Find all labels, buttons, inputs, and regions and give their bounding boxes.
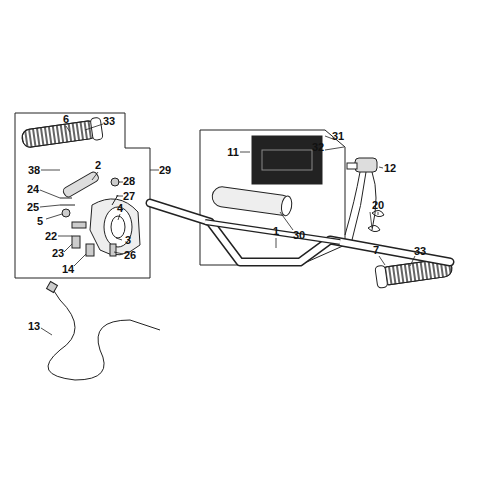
callout-number: 33 (103, 116, 115, 127)
leader-lines (40, 124, 415, 335)
callout-number: 30 (293, 230, 305, 241)
callout-number: 28 (123, 176, 135, 187)
callout-number: 5 (37, 216, 43, 227)
group-outline (15, 113, 150, 278)
throttle-cable (48, 288, 160, 380)
callout-number: 20 (372, 200, 384, 211)
callout-number: 2 (95, 160, 101, 171)
clip (368, 210, 384, 231)
callout-number: 13 (28, 321, 40, 332)
callout-number: 32 (312, 142, 324, 153)
callout-number: 22 (45, 231, 57, 242)
callout-number: 4 (117, 203, 123, 214)
callout-number: 24 (27, 184, 39, 195)
callout-number: 12 (384, 163, 396, 174)
callout-number: 38 (28, 165, 40, 176)
callout-number: 6 (63, 114, 69, 125)
callout-number: 27 (123, 191, 135, 202)
callout-number: 29 (159, 165, 171, 176)
crossbar-pad (211, 186, 293, 217)
callout-number: 26 (124, 250, 136, 261)
callout-number: 25 (27, 202, 39, 213)
callout-number: 7 (373, 245, 379, 256)
sticker (252, 136, 322, 184)
throttle-housing (60, 171, 140, 256)
grip (21, 117, 103, 150)
callout-number: 33 (414, 246, 426, 257)
callout-number: 3 (125, 235, 131, 246)
callout-number: 11 (227, 147, 239, 158)
callout-number: 23 (52, 248, 64, 259)
handlebar (150, 203, 450, 262)
callout-number: 1 (273, 226, 279, 237)
callout-number: 14 (62, 264, 74, 275)
callout-number: 31 (332, 131, 344, 142)
